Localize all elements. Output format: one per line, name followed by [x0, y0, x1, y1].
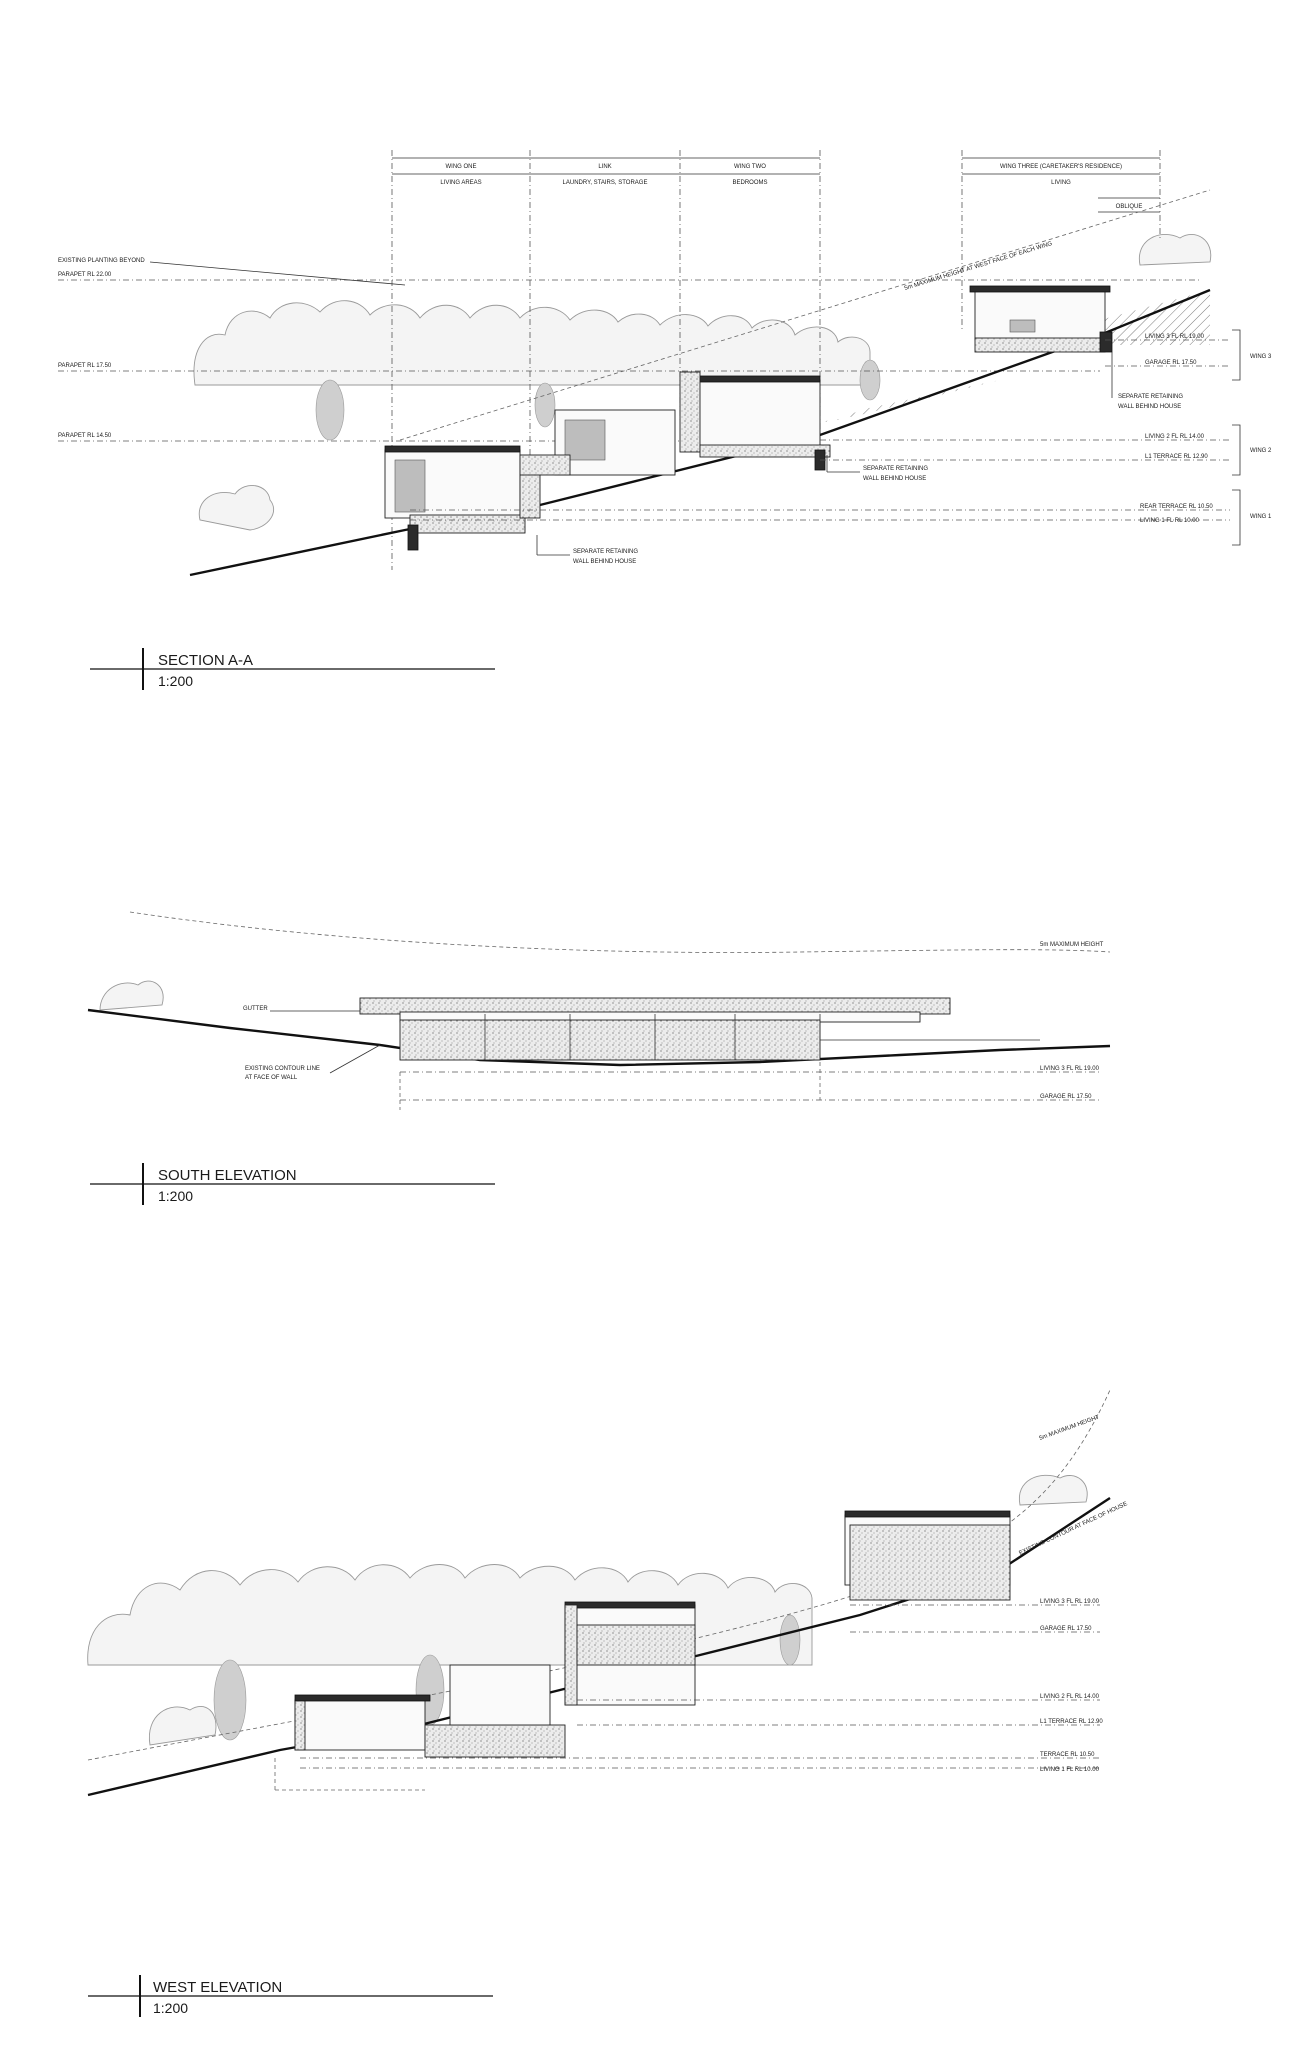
wing-one-use: LIVING AREAS	[440, 180, 481, 186]
section-link	[519, 409, 676, 476]
contour-label-2: AT FACE OF WALL	[245, 1075, 298, 1081]
section-scale: 1:200	[158, 673, 193, 689]
south-scale: 1:200	[158, 1188, 193, 1204]
south-title: SOUTH ELEVATION	[158, 1167, 297, 1184]
west-elevation: 5m MAXIMUM HEIGHT EXISTING CONTOUR AT FA…	[87, 1389, 1128, 2017]
parapet-17-label: PARAPET RL 17.50	[58, 363, 112, 369]
south-elevation: 5m MAXIMUM HEIGHT GUTTER EXISTING CONTOU…	[87, 911, 1111, 1205]
west-level-l1-terrace: L1 TERRACE RL 12.90	[1040, 1719, 1103, 1725]
section-wing-two	[679, 371, 831, 471]
parapet-22-label: PARAPET RL 22.00	[58, 272, 112, 278]
west-level-l3: LIVING 3 FL RL 19.00	[1040, 1599, 1100, 1605]
west-level-l2: LIVING 2 FL RL 14.00	[1040, 1694, 1100, 1700]
level-l3: LIVING 3 FL RL 19.00	[1145, 334, 1205, 340]
west-level-terrace: TERRACE RL 10.50	[1040, 1752, 1095, 1758]
gutter-label: GUTTER	[243, 1006, 268, 1012]
west-level-l1: LIVING 1 FL RL 10.00	[1040, 1767, 1100, 1773]
retaining-3b: WALL BEHIND HOUSE	[1118, 404, 1181, 410]
max-height-note: 5m MAXIMUM HEIGHT AT WEST FACE OF EACH W…	[904, 241, 1054, 292]
link-use: LAUNDRY, STAIRS, STORAGE	[563, 180, 648, 186]
section-tree-band	[193, 233, 1212, 531]
wing-three-label: WING THREE (CARETAKER'S RESIDENCE)	[1000, 164, 1122, 170]
west-scale: 1:200	[153, 2000, 188, 2016]
wing-2-tag: WING 2	[1250, 448, 1272, 454]
west-max-height-line	[87, 1389, 1111, 1761]
west-level-garage: GARAGE RL 17.50	[1040, 1626, 1092, 1632]
oblique-label: OBLIQUE	[1116, 204, 1143, 210]
planting-label: EXISTING PLANTING BEYOND	[58, 258, 145, 264]
west-tree-band	[87, 1564, 813, 1666]
level-l1-terrace: L1 TERRACE RL 12.90	[1145, 454, 1208, 460]
wing-three-use: LIVING	[1051, 180, 1071, 186]
section-title-block: SECTION A-A 1:200	[90, 648, 495, 690]
link-label: LINK	[598, 164, 611, 170]
west-levels: LIVING 3 FL RL 19.00 GARAGE RL 17.50 LIV…	[274, 1599, 1103, 1791]
wing-3-tag: WING 3	[1250, 354, 1272, 360]
retaining-3a: SEPARATE RETAINING	[1118, 394, 1183, 400]
wing-two-label: WING TWO	[734, 164, 766, 170]
south-title-block: SOUTH ELEVATION 1:200	[90, 1163, 495, 1205]
west-contour: EXISTING CONTOUR AT FACE OF HOUSE	[1018, 1501, 1128, 1557]
south-level-l3: LIVING 3 FL RL 19.00	[1040, 1066, 1100, 1072]
retaining-2b: WALL BEHIND HOUSE	[863, 476, 926, 482]
contour-label-1: EXISTING CONTOUR LINE	[245, 1066, 320, 1072]
west-max-height: 5m MAXIMUM HEIGHT	[1039, 1414, 1101, 1441]
parapet-labels: EXISTING PLANTING BEYOND PARAPET RL 22.0…	[58, 258, 1200, 442]
wing-two-use: BEDROOMS	[732, 180, 767, 186]
retaining-1b: WALL BEHIND HOUSE	[573, 559, 636, 565]
wing-1-tag: WING 1	[1250, 514, 1272, 520]
west-title-block: WEST ELEVATION 1:200	[88, 1975, 493, 2017]
section-wing-one	[384, 445, 541, 551]
west-title: WEST ELEVATION	[153, 1979, 282, 1996]
section-wing-three	[969, 285, 1113, 353]
retaining-2a: SEPARATE RETAINING	[863, 466, 928, 472]
section-levels: LIVING 3 FL RL 19.00 GARAGE RL 17.50 LIV…	[410, 329, 1272, 546]
retaining-callouts: SEPARATE RETAINING WALL BEHIND HOUSE SEP…	[536, 352, 1183, 565]
south-max-height: 5m MAXIMUM HEIGHT	[1040, 942, 1104, 948]
south-max-height-line	[129, 911, 1111, 953]
level-rear-terrace: REAR TERRACE RL 10.50	[1140, 504, 1213, 510]
level-garage: GARAGE RL 17.50	[1145, 360, 1197, 366]
section-title: SECTION A-A	[158, 652, 253, 669]
level-l2: LIVING 2 FL RL 14.00	[1145, 434, 1205, 440]
south-level-garage: GARAGE RL 17.50	[1040, 1094, 1092, 1100]
max-height-line	[399, 189, 1211, 441]
parapet-14-label: PARAPET RL 14.50	[58, 433, 112, 439]
level-l1: LIVING 1 FL RL 10.00	[1140, 518, 1200, 524]
retaining-1a: SEPARATE RETAINING	[573, 549, 638, 555]
wing-one-label: WING ONE	[446, 164, 477, 170]
south-ground-line	[87, 1008, 1111, 1067]
section-a-a: WING ONE LIVING AREAS LINK LAUNDRY, STAI…	[58, 150, 1272, 690]
south-wall	[399, 1019, 821, 1061]
wing-headers: WING ONE LIVING AREAS LINK LAUNDRY, STAI…	[391, 150, 1161, 570]
